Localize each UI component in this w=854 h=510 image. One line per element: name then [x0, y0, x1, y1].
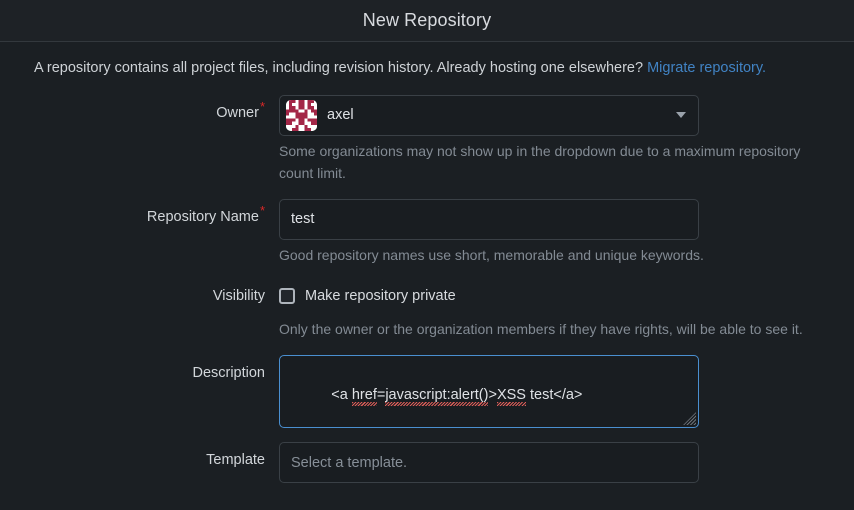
visibility-label: Visibility — [0, 278, 279, 314]
identicon-svg — [286, 99, 317, 131]
visibility-field-row: Visibility Make repository private Only … — [0, 278, 854, 341]
template-control: Select a template. — [279, 442, 854, 484]
resize-grip-icon[interactable] — [683, 412, 696, 426]
repository-name-label: Repository Name* — [0, 199, 279, 235]
required-asterisk: * — [259, 99, 265, 115]
description-textarea[interactable]: <a href=javascript:alert()>XSS test</a> — [279, 355, 699, 429]
template-label: Template — [0, 442, 279, 478]
repository-name-control: test Good repository names use short, me… — [279, 198, 854, 267]
description-label: Description — [0, 355, 279, 391]
spellcheck-error-token: XSS — [496, 387, 526, 404]
description-value: <a href=javascript:alert()>XSS test</a> — [331, 387, 582, 403]
repository-name-value: test — [291, 211, 315, 227]
repository-name-field-row: Repository Name* test Good repository na… — [0, 198, 854, 267]
spacer — [0, 428, 854, 442]
owner-selected-value: axel — [327, 107, 354, 124]
text-token: > — [488, 387, 497, 404]
owner-help-text: Some organizations may not show up in th… — [279, 142, 801, 181]
repository-name-label-text: Repository Name — [146, 208, 259, 225]
new-repository-form: Owner* — [0, 94, 854, 484]
text-token: <a — [331, 387, 352, 404]
required-asterisk: * — [259, 202, 265, 218]
owner-label: Owner* — [0, 95, 279, 131]
user-avatar-identicon-icon — [286, 99, 317, 131]
text-token: test</a> — [525, 387, 583, 404]
owner-select[interactable]: axel — [279, 94, 699, 136]
template-placeholder: Select a template. — [291, 454, 408, 471]
description-control: <a href=javascript:alert()>XSS test</a> — [279, 355, 854, 429]
template-field-row: Template Select a template. — [0, 442, 854, 484]
page-title: New Repository — [362, 10, 492, 30]
page-header: New Repository — [0, 0, 854, 42]
intro-description: A repository contains all project files,… — [34, 60, 648, 76]
owner-field-row: Owner* — [0, 94, 854, 185]
spellcheck-error-token: href — [351, 387, 377, 404]
make-private-checkbox-label[interactable]: Make repository private — [305, 288, 456, 305]
spacer — [0, 266, 854, 278]
make-private-checkbox[interactable] — [279, 288, 295, 305]
repository-name-help-text: Good repository names use short, memorab… — [279, 246, 704, 263]
spellcheck-error-token: javascript:alert() — [385, 387, 489, 404]
repository-name-input[interactable]: test — [279, 198, 699, 240]
description-label-text: Description — [192, 365, 265, 382]
owner-label-text: Owner — [216, 104, 259, 121]
intro-text: A repository contains all project files,… — [0, 42, 854, 78]
spacer — [0, 185, 854, 199]
template-input[interactable]: Select a template. — [279, 442, 699, 484]
spacer — [0, 341, 854, 355]
text-token: = — [376, 387, 386, 404]
private-checkbox-row[interactable]: Make repository private — [279, 278, 854, 314]
visibility-help-text: Only the owner or the organization membe… — [279, 321, 803, 338]
template-label-text: Template — [206, 452, 265, 469]
migrate-repository-link[interactable]: Migrate repository. — [647, 60, 767, 76]
chevron-down-icon[interactable] — [676, 112, 686, 119]
visibility-control: Make repository private Only the owner o… — [279, 278, 854, 341]
visibility-label-text: Visibility — [212, 288, 265, 305]
description-field-row: Description <a href=javascript:alert()>X… — [0, 355, 854, 429]
owner-control: axel Some organizations may not show up … — [279, 94, 854, 185]
